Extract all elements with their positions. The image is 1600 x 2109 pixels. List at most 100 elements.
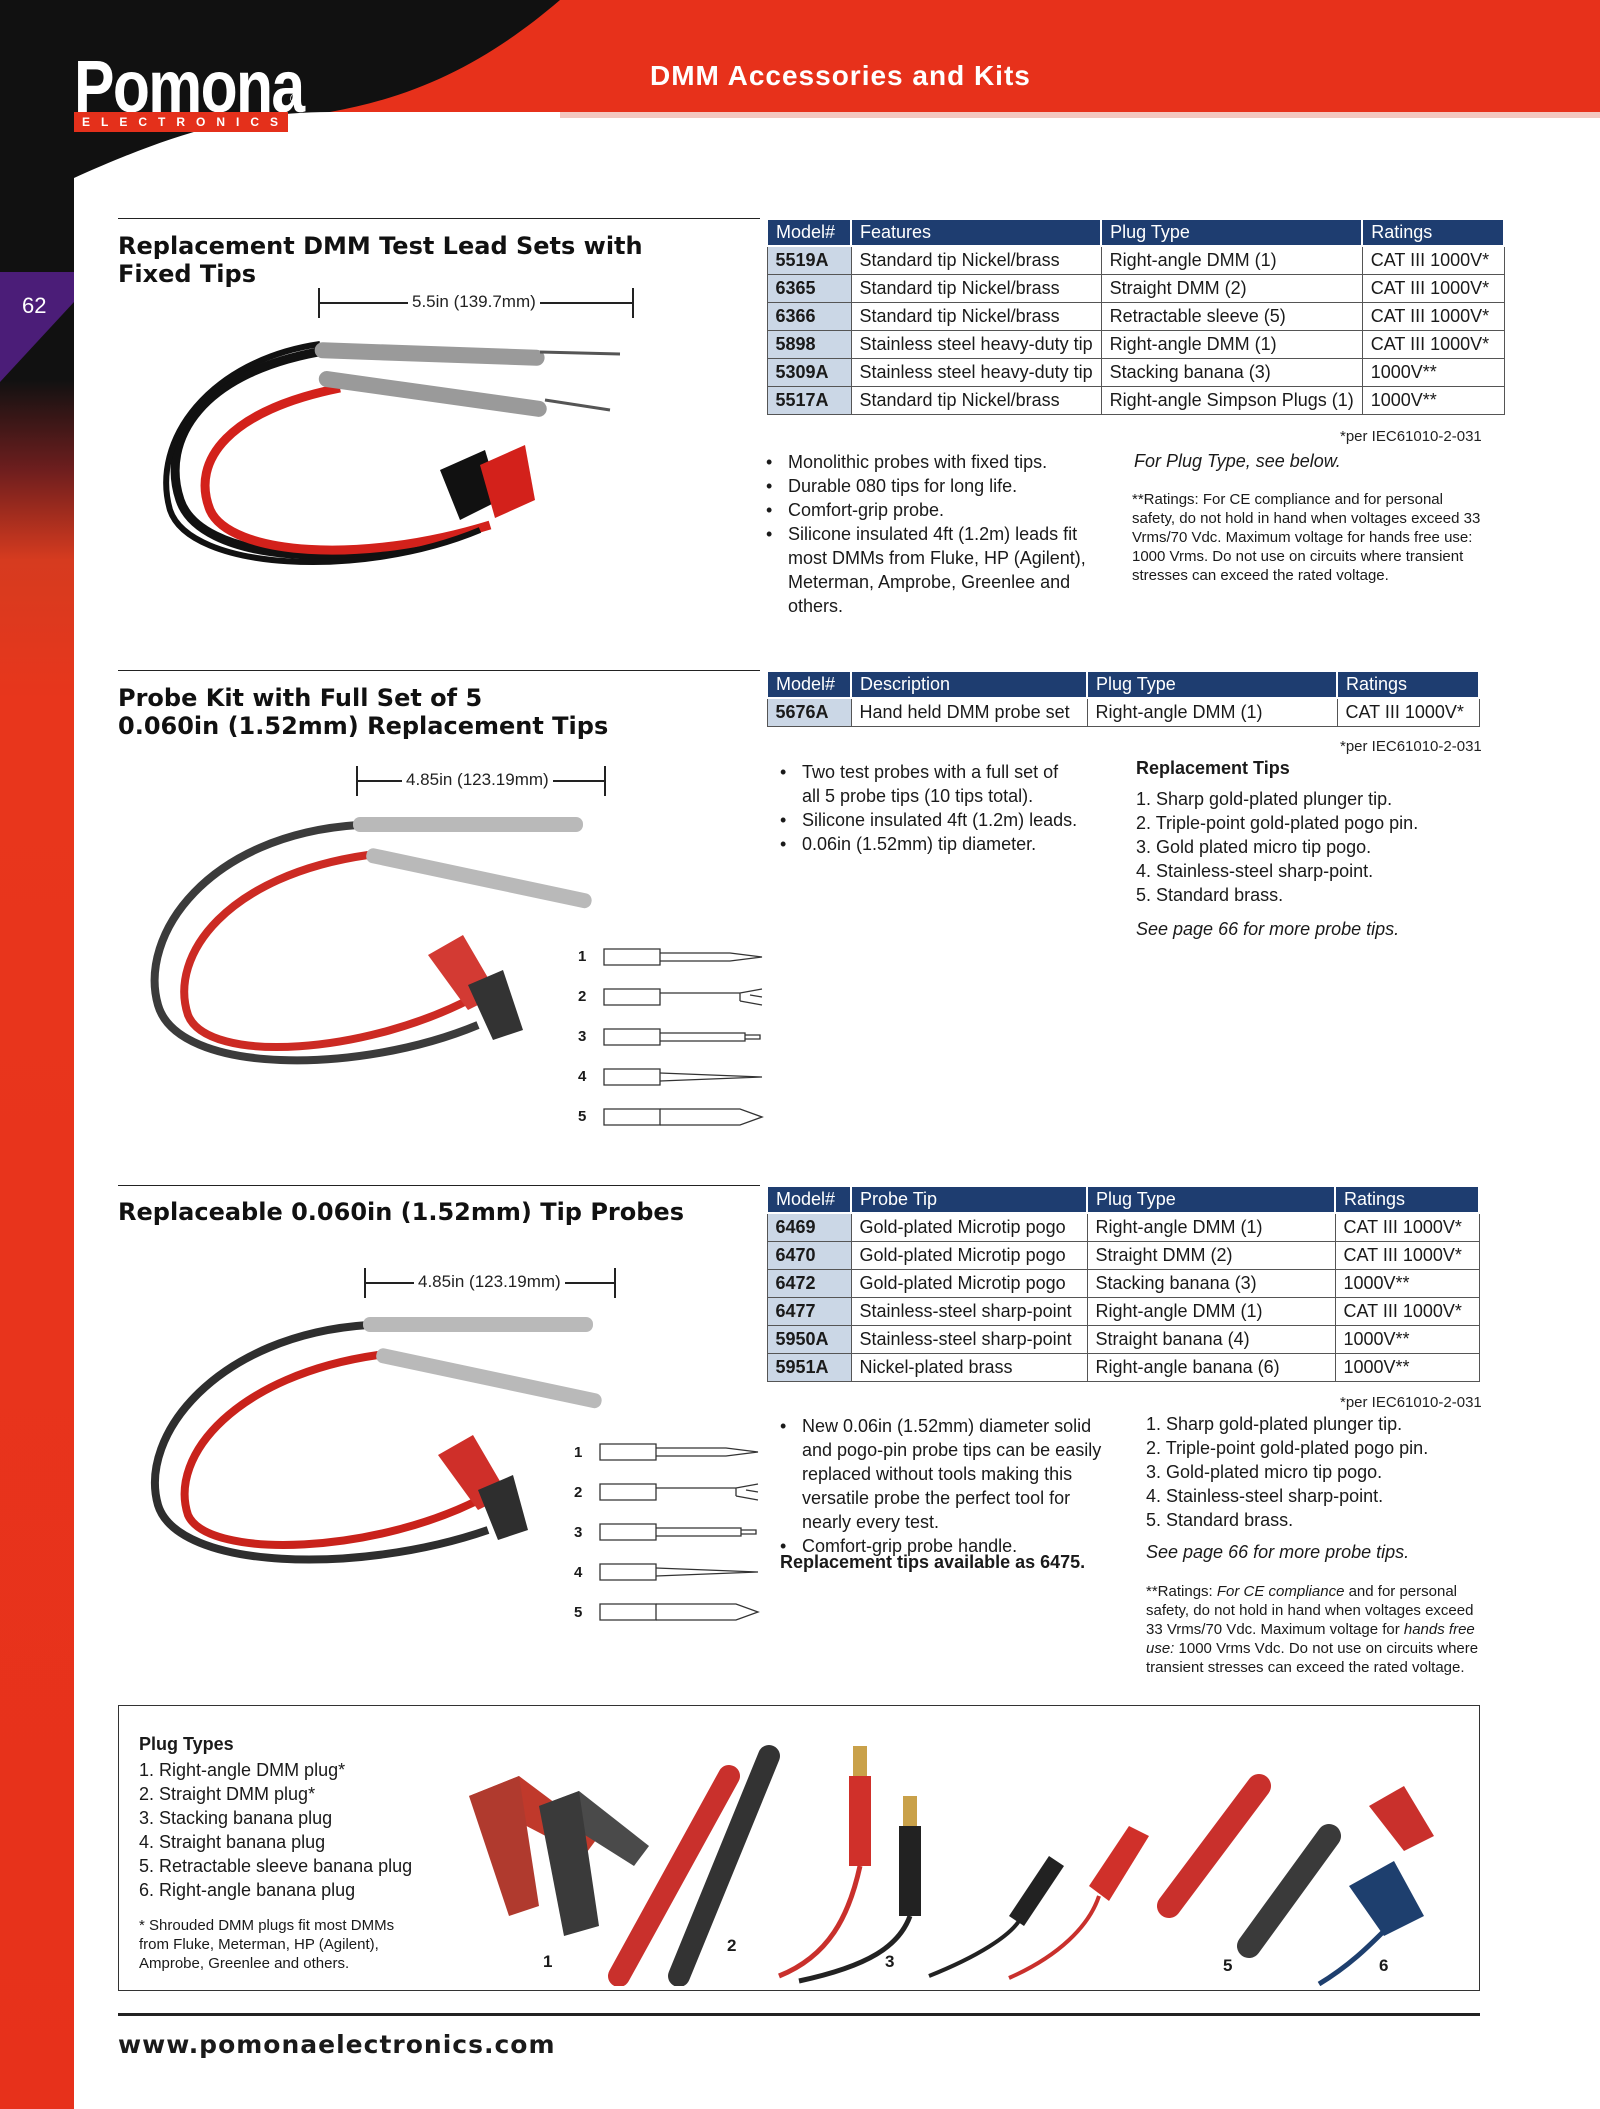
cell: Right-angle DMM (1) bbox=[1086, 1296, 1336, 1326]
plug-types-list: 1. Right-angle DMM plug* 2. Straight DMM… bbox=[139, 1758, 412, 1902]
replacement-tips-drawing bbox=[603, 948, 764, 1126]
cell: CAT III 1000V* bbox=[1361, 245, 1505, 275]
section1-title: Replacement DMM Test Lead Sets with Fixe… bbox=[118, 232, 643, 288]
model-cell: 5519A bbox=[766, 245, 852, 275]
see-page-link[interactable]: See page 66 for more probe tips. bbox=[1146, 1542, 1410, 1562]
section2-title: Probe Kit with Full Set of 5 0.060in (1.… bbox=[118, 684, 608, 740]
cell: Gold-plated Microtip pogo bbox=[850, 1240, 1088, 1270]
table-header-row: Model# Features Plug Type Ratings bbox=[766, 218, 1506, 247]
section-rule bbox=[118, 670, 760, 671]
list-item: Silicone insulated 4ft (1.2m) leads. bbox=[780, 808, 1080, 832]
model-cell: 5950A bbox=[766, 1324, 852, 1354]
section1-bullets: Monolithic probes with fixed tips. Durab… bbox=[766, 450, 1118, 618]
section2-bullets: Two test probes with a full set of all 5… bbox=[780, 760, 1080, 856]
section1-dimension: 5.5in (139.7mm) bbox=[318, 288, 634, 318]
model-cell: 6469 bbox=[766, 1212, 852, 1242]
list-item: 4. Stainless-steel sharp-point. bbox=[1136, 861, 1374, 881]
cell: Straight DMM (2) bbox=[1100, 273, 1363, 303]
col-description: Description bbox=[850, 670, 1088, 699]
col-features: Features bbox=[849, 218, 1103, 247]
tip-number: 3 bbox=[574, 1524, 583, 1541]
test-lead-photo bbox=[163, 341, 621, 565]
list-item: Comfort-grip probe. bbox=[766, 498, 1118, 522]
cell: Right-angle Simpson Plugs (1) bbox=[1100, 385, 1363, 415]
model-cell: 5898 bbox=[766, 329, 852, 359]
model-cell: 6470 bbox=[766, 1240, 852, 1270]
cell: Hand held DMM probe set bbox=[850, 697, 1088, 727]
ratings-italic: For CE compliance bbox=[1216, 1583, 1345, 1600]
cell: Stainless steel heavy-duty tip bbox=[850, 357, 1102, 387]
col-ratings: Ratings bbox=[1334, 1185, 1480, 1214]
replacement-tips-note: Replacement tips available as 6475. bbox=[780, 1552, 1086, 1572]
cell: Right-angle banana (6) bbox=[1086, 1352, 1336, 1382]
model-cell: 5309A bbox=[766, 357, 852, 387]
section2-table: Model# Description Plug Type Ratings 567… bbox=[766, 670, 1480, 727]
ratings-text: 1000 Vrms Vdc. Do not use on circuits wh… bbox=[1146, 1640, 1479, 1676]
ratings-italic: hands free use: bbox=[1146, 1621, 1475, 1657]
cell: CAT III 1000V* bbox=[1336, 697, 1480, 727]
table-header-row: Model# Probe Tip Plug Type Ratings bbox=[766, 1185, 1480, 1214]
logo-subtitle: ELECTRONICS bbox=[74, 112, 288, 132]
plug-photo-label: 2 bbox=[727, 1936, 737, 1955]
cell: Nickel-plated brass bbox=[850, 1352, 1088, 1382]
list-item: Two test probes with a full set of all 5… bbox=[780, 760, 1080, 808]
tip-number: 2 bbox=[574, 1484, 583, 1501]
list-item: 0.06in (1.52mm) tip diameter. bbox=[780, 832, 1080, 856]
cell: Standard tip Nickel/brass bbox=[850, 301, 1102, 331]
cell: Right-angle DMM (1) bbox=[1100, 329, 1363, 359]
section3-bullets: New 0.06in (1.52mm) diameter solid and p… bbox=[780, 1414, 1116, 1558]
section3-tips-list: 1. Sharp gold-plated plunger tip. 2. Tri… bbox=[1146, 1412, 1428, 1532]
plug-photo-label: 6 bbox=[1379, 1956, 1389, 1975]
plug-photo-label: 1 bbox=[543, 1952, 553, 1971]
see-page-link[interactable]: See page 66 for more probe tips. bbox=[1136, 919, 1400, 939]
tip-number: 5 bbox=[574, 1604, 583, 1621]
section-rule bbox=[118, 1185, 760, 1186]
list-item: 5. Retractable sleeve banana plug bbox=[139, 1856, 413, 1876]
cell: Retractable sleeve (5) bbox=[1100, 301, 1363, 331]
cell: Right-angle DMM (1) bbox=[1086, 697, 1338, 727]
col-model: Model# bbox=[766, 1185, 852, 1214]
tip-number: 2 bbox=[578, 988, 587, 1005]
list-item: 2. Triple-point gold-plated pogo pin. bbox=[1146, 1438, 1429, 1458]
plug-types-photo bbox=[469, 1745, 1434, 1986]
section1-title-line1: Replacement DMM Test Lead Sets with bbox=[118, 232, 643, 260]
col-ratings: Ratings bbox=[1361, 218, 1506, 247]
ratings-note: **Ratings: For CE compliance and for per… bbox=[1132, 491, 1481, 584]
list-item: 3. Stacking banana plug bbox=[139, 1808, 333, 1828]
replacement-tips-drawing bbox=[599, 1443, 760, 1621]
section2-dimension: 4.85in (123.19mm) bbox=[356, 766, 606, 796]
list-item: Comfort-grip probe handle. bbox=[780, 1534, 1116, 1558]
section2-title-line1: Probe Kit with Full Set of 5 bbox=[118, 684, 483, 712]
list-item: 6. Right-angle banana plug bbox=[139, 1880, 356, 1900]
cell: CAT III 1000V* bbox=[1334, 1296, 1480, 1326]
cell: CAT III 1000V* bbox=[1334, 1240, 1480, 1270]
website-link[interactable]: www.pomonaelectronics.com bbox=[118, 2030, 556, 2059]
list-item: 5. Standard brass. bbox=[1146, 1510, 1294, 1530]
cell: 1000V** bbox=[1334, 1268, 1480, 1298]
section1-title-line2: Fixed Tips bbox=[118, 260, 256, 288]
cell: 1000V** bbox=[1361, 357, 1505, 387]
list-item: 1. Sharp gold-plated plunger tip. bbox=[1136, 789, 1393, 809]
page-title: DMM Accessories and Kits bbox=[650, 60, 1031, 91]
model-cell: 5676A bbox=[766, 697, 852, 727]
iec-note: *per IEC61010-2-031 bbox=[1340, 738, 1482, 755]
cell: CAT III 1000V* bbox=[1361, 329, 1505, 359]
list-item: 4. Stainless-steel sharp-point. bbox=[1146, 1486, 1384, 1506]
list-item: 3. Gold-plated micro tip pogo. bbox=[1146, 1462, 1383, 1482]
cell: 1000V** bbox=[1334, 1324, 1480, 1354]
list-item: Monolithic probes with fixed tips. bbox=[766, 450, 1118, 474]
list-item: 4. Straight banana plug bbox=[139, 1832, 326, 1852]
table-header-row: Model# Description Plug Type Ratings bbox=[766, 670, 1480, 699]
model-cell: 5951A bbox=[766, 1352, 852, 1382]
tip-number: 4 bbox=[578, 1068, 587, 1085]
tip-number: 4 bbox=[574, 1564, 583, 1581]
list-item: 5. Standard brass. bbox=[1136, 885, 1284, 905]
model-cell: 5517A bbox=[766, 385, 852, 415]
